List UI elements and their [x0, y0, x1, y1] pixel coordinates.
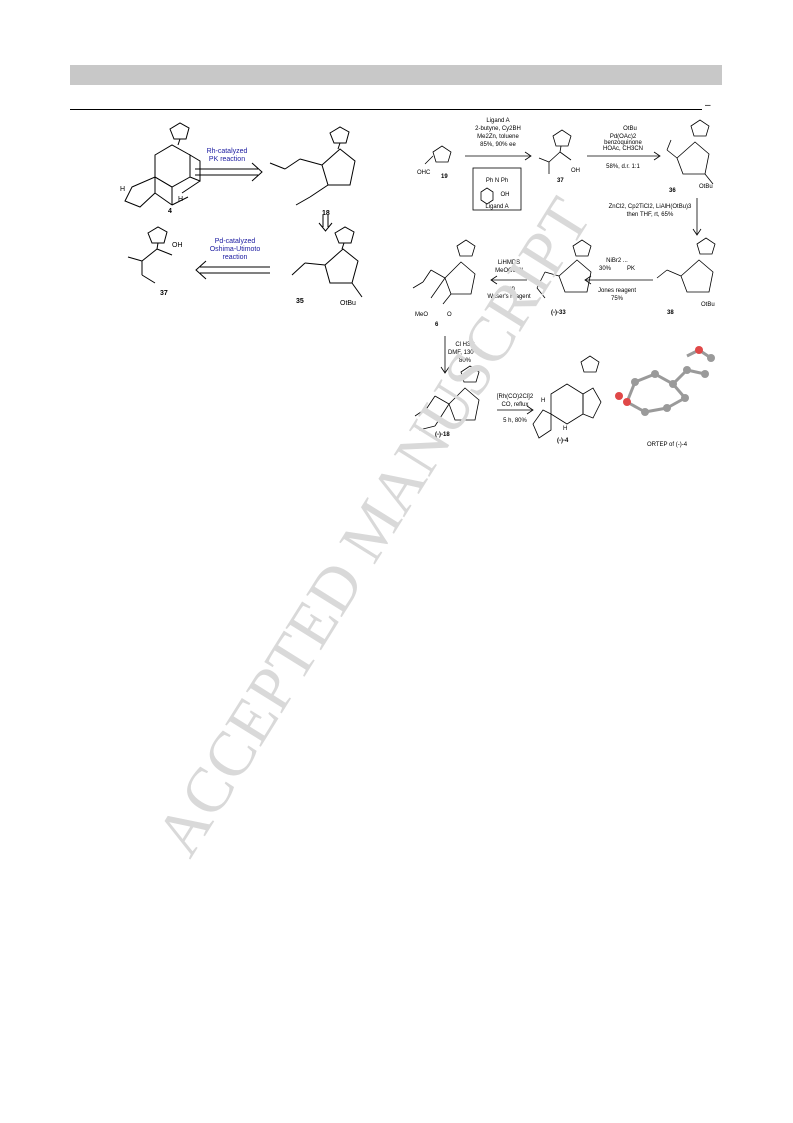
compound-minus-4-structure	[532, 355, 602, 439]
step5-line3: then	[503, 286, 515, 292]
step1-line2: 2-butyne, Cy2BH	[475, 126, 521, 132]
step5-line4: Waser's reagent	[487, 294, 531, 300]
retrosynthesis-scheme: H H OH OtBu 4 18 35 37 Rh-catalyzed PK r…	[100, 115, 400, 320]
step4-line1: NiBr2 ...	[606, 258, 628, 264]
synthesis-scheme: Ligand A 2-butyne, Cy2BH Me2Zn, toluene …	[405, 112, 725, 457]
compound-33-label: (-)-33	[551, 310, 566, 316]
step3-line1: ZnCl2, Cp2TiCl2, LiAlH(OtBu)3	[609, 204, 692, 210]
compound-37-structure	[127, 226, 173, 284]
step7-line2: CO, reflux	[501, 402, 528, 408]
step2-line4: HOAc, CH3CN	[603, 146, 643, 152]
arrow-step4	[584, 275, 653, 285]
step2-line2: Pd(OAc)2	[610, 134, 637, 140]
compound-38-structure	[656, 237, 716, 293]
ligand-ring	[480, 187, 494, 205]
ligand-label: Ligand A	[485, 204, 508, 210]
retro-arrow-2	[195, 260, 270, 280]
compound-36-label: 36	[669, 188, 676, 194]
oh-label: OH	[571, 168, 580, 174]
arrow-step7	[497, 405, 534, 415]
step6-line3: 80%	[459, 358, 472, 364]
header-rule	[70, 109, 702, 110]
compound-18-label: 18	[322, 210, 330, 217]
step1-line1: Ligand A	[486, 118, 509, 124]
meo-label: MeO	[415, 312, 428, 318]
compound-38-label: 38	[667, 310, 674, 316]
compound-18-structure	[269, 126, 356, 206]
retro-arrow-vertical	[318, 215, 333, 232]
compound-6-label: 6	[435, 322, 439, 328]
step5-line2: MeOCOCl	[495, 268, 523, 274]
step3-line2: then THF, rt, 65%	[627, 212, 674, 218]
compound-37-label: 37	[160, 290, 168, 297]
step1-line3: Me2Zn, toluene	[477, 134, 519, 140]
h-label: H	[120, 186, 125, 193]
rule-mark: –	[705, 100, 711, 111]
ortep-caption: ORTEP of (-)-4	[647, 442, 688, 448]
compound-4-structure	[124, 122, 201, 208]
step6-line1: Cl H3C	[455, 342, 475, 348]
ligand-box	[472, 167, 522, 211]
header-band	[70, 65, 722, 85]
compound-19-label: 19	[441, 174, 448, 180]
compound-19-structure	[424, 145, 452, 165]
compound-37-label: 37	[557, 178, 564, 184]
compound-35-label: 35	[296, 298, 304, 305]
o-label: O	[447, 312, 452, 318]
arrow-step3	[692, 198, 702, 236]
arrow1-line2: PK reaction	[209, 156, 245, 163]
compound-18-label: (-)-18	[435, 432, 450, 438]
step6-line2: DMF, 130 °C	[448, 350, 483, 356]
step4-line5: 75%	[611, 296, 624, 302]
otbu-label-38: OtBu	[701, 302, 715, 308]
ohc-label: OHC	[417, 170, 431, 176]
compound-33-structure	[536, 239, 592, 299]
otbu-label: OtBu	[340, 300, 356, 307]
arrow-step1	[465, 151, 532, 161]
step5-line1: LiHMDS	[498, 260, 520, 266]
arrow2-line1: Pd-catalyzed	[215, 238, 256, 245]
ligand-line1: Ph N Ph	[486, 178, 508, 184]
compound-37-structure	[538, 129, 572, 174]
arrow-step5	[490, 275, 527, 285]
step1-line4: 85%, 90% ee	[480, 142, 516, 148]
arrow2-line3: reaction	[223, 254, 248, 261]
step4-line2: 30%	[599, 266, 612, 272]
step7-line1: [Rh(CO)2Cl]2	[497, 394, 534, 400]
arrow-step6	[440, 336, 450, 374]
arrow2-line2: Oshima-Utimoto	[210, 246, 261, 253]
ortep-atoms	[615, 346, 715, 416]
compound-36-structure	[666, 119, 714, 185]
otbu-label-36: OtBu	[699, 184, 713, 190]
retro-arrow-1	[195, 162, 263, 182]
synthesis-figure: Ligand A 2-butyne, Cy2BH Me2Zn, toluene …	[412, 118, 716, 448]
compound-18-structure	[414, 365, 480, 431]
ligand-line2: OH	[501, 192, 510, 198]
retrosynthesis-figure: H H OH OtBu 4 18 35 37 Rh-catalyzed PK r…	[120, 122, 363, 307]
h-label-4b: H	[563, 426, 567, 432]
step2-line3: benzoquinone	[604, 140, 642, 146]
step4-line3: PK	[627, 266, 635, 272]
oh-label: OH	[172, 242, 183, 249]
ortep-structure	[625, 348, 712, 414]
step7-line3: 5 h, 80%	[503, 418, 527, 424]
step2-line5: 58%, d.r. 1:1	[606, 164, 640, 170]
h-label-2: H	[178, 196, 183, 203]
arrow-step2	[587, 151, 661, 161]
arrow1-line1: Rh-catalyzed	[207, 148, 248, 155]
compound-35-structure	[291, 226, 363, 298]
step4-line4: Jones reagent	[598, 288, 636, 294]
compound-4-label: (-)-4	[557, 438, 569, 444]
h-label-4: H	[541, 398, 545, 404]
compound-6-structure	[412, 239, 476, 305]
compound-4-label: 4	[168, 208, 172, 215]
step2-line1: OtBu	[623, 126, 637, 132]
